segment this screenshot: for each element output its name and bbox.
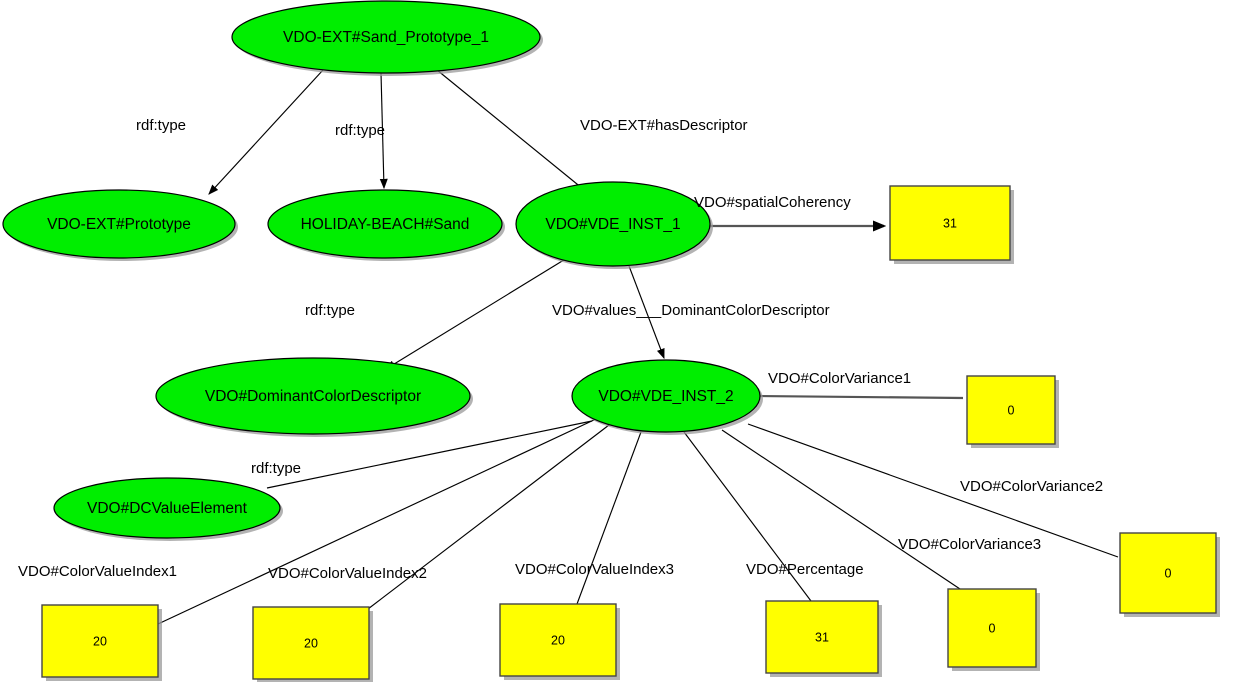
edge-label-e2: rdf:type [335,122,385,139]
resource-node-label: VDO#VDE_INST_1 [545,216,680,233]
literal-node-value: 0 [1165,566,1172,580]
literal-node[interactable]: 20 [41,604,162,681]
literal-node[interactable]: 20 [499,603,620,680]
edge-label-e8: VDO#ColorVariance1 [768,370,911,387]
edge-e12 [367,424,610,610]
resource-node-label: VDO#DominantColorDescriptor [205,388,421,405]
resource-node-ellipse[interactable] [515,181,711,267]
literal-node[interactable]: 31 [889,185,1014,264]
edge-label-e1: rdf:type [136,117,186,134]
resource-node-label: VDO-EXT#Sand_Prototype_1 [283,29,489,46]
edge-e6 [628,265,665,360]
edge-e13 [576,431,642,605]
resource-node-vde_inst_1[interactable]: VDO#VDE_INST_1 [515,181,713,269]
resource-node-ellipse[interactable] [267,189,503,259]
edge-label-e5: rdf:type [305,302,355,319]
edge-label-e3: VDO-EXT#hasDescriptor [580,117,748,134]
literal-node-value: 31 [943,216,957,230]
edge-e8 [757,394,964,400]
resource-node-label: VDO-EXT#Prototype [47,216,191,233]
literal-node-rect[interactable] [1119,532,1217,614]
edge-label-e9: VDO#ColorVariance2 [960,478,1103,495]
resource-node-label: VDO#VDE_INST_2 [598,388,733,405]
literal-node[interactable]: 20 [252,606,373,682]
literal-node[interactable]: 0 [1119,532,1220,617]
literal-node-value: 20 [304,636,318,650]
literal-node-value: 0 [1008,403,1015,417]
edge-label-e14: VDO#Percentage [746,561,864,578]
resource-nodes-layer: VDO-EXT#Sand_Prototype_1VDO-EXT#Prototyp… [2,0,763,541]
edges-layer [157,69,1119,625]
literal-node-rect[interactable] [41,604,159,678]
resource-node-prototype[interactable]: VDO-EXT#Prototype [2,189,238,261]
resource-node-sand_prototype_1[interactable]: VDO-EXT#Sand_Prototype_1 [231,0,543,76]
edge-e9 [747,423,1119,558]
resource-node-dc_value_element[interactable]: VDO#DCValueElement [53,477,283,541]
literal-node-value: 31 [815,630,829,644]
resource-node-holiday_beach_sand[interactable]: HOLIDAY-BEACH#Sand [267,189,505,261]
edge-label-e6: VDO#values___DominantColorDescriptor [552,302,830,319]
edge-label-e12: VDO#ColorValueIndex2 [268,565,427,582]
edge-e7 [266,420,593,489]
edge-label-e11: VDO#ColorValueIndex1 [18,563,177,580]
literal-node[interactable]: 0 [966,375,1059,448]
edge-label-e4: VDO#spatialCoherency [694,194,851,211]
literal-node[interactable]: 0 [947,588,1040,671]
resource-node-label: HOLIDAY-BEACH#Sand [301,216,470,233]
literal-node-rect[interactable] [252,606,370,680]
edge-label-e13: VDO#ColorValueIndex3 [515,561,674,578]
literal-node-rect[interactable] [765,600,879,674]
literal-node-value: 20 [551,633,565,647]
edge-label-e10: VDO#ColorVariance3 [898,536,1041,553]
resource-node-ellipse[interactable] [571,359,761,433]
edge-labels-layer: rdf:type rdf:type VDO-EXT#hasDescriptorVDO… [18,117,1103,582]
literal-node-value: 0 [989,621,996,635]
resource-node-vde_inst_2[interactable]: VDO#VDE_INST_2 [571,359,763,435]
edge-e10 [721,429,961,590]
edge-e5 [385,254,573,370]
edge-e3 [436,69,589,194]
edge-label-e7: rdf:type [251,460,301,477]
edge-e14 [683,431,812,602]
edge-e2 [379,72,388,190]
resource-node-ellipse[interactable] [155,357,471,435]
resource-node-ellipse[interactable] [231,0,541,74]
literal-nodes-layer: 31 0 0 0 20 20 20 31 [41,185,1220,682]
literal-node-rect[interactable] [889,185,1011,261]
edge-e1 [208,69,324,195]
literal-node-rect[interactable] [966,375,1056,445]
literal-node-value: 20 [93,634,107,648]
resource-node-label: VDO#DCValueElement [87,500,248,517]
edge-e11 [157,418,597,625]
literal-node-rect[interactable] [947,588,1037,668]
resource-node-ellipse[interactable] [53,477,281,539]
literal-node[interactable]: 31 [765,600,882,677]
resource-node-dominant_color_descriptor[interactable]: VDO#DominantColorDescriptor [155,357,473,437]
resource-node-ellipse[interactable] [2,189,236,259]
literal-node-rect[interactable] [499,603,617,677]
